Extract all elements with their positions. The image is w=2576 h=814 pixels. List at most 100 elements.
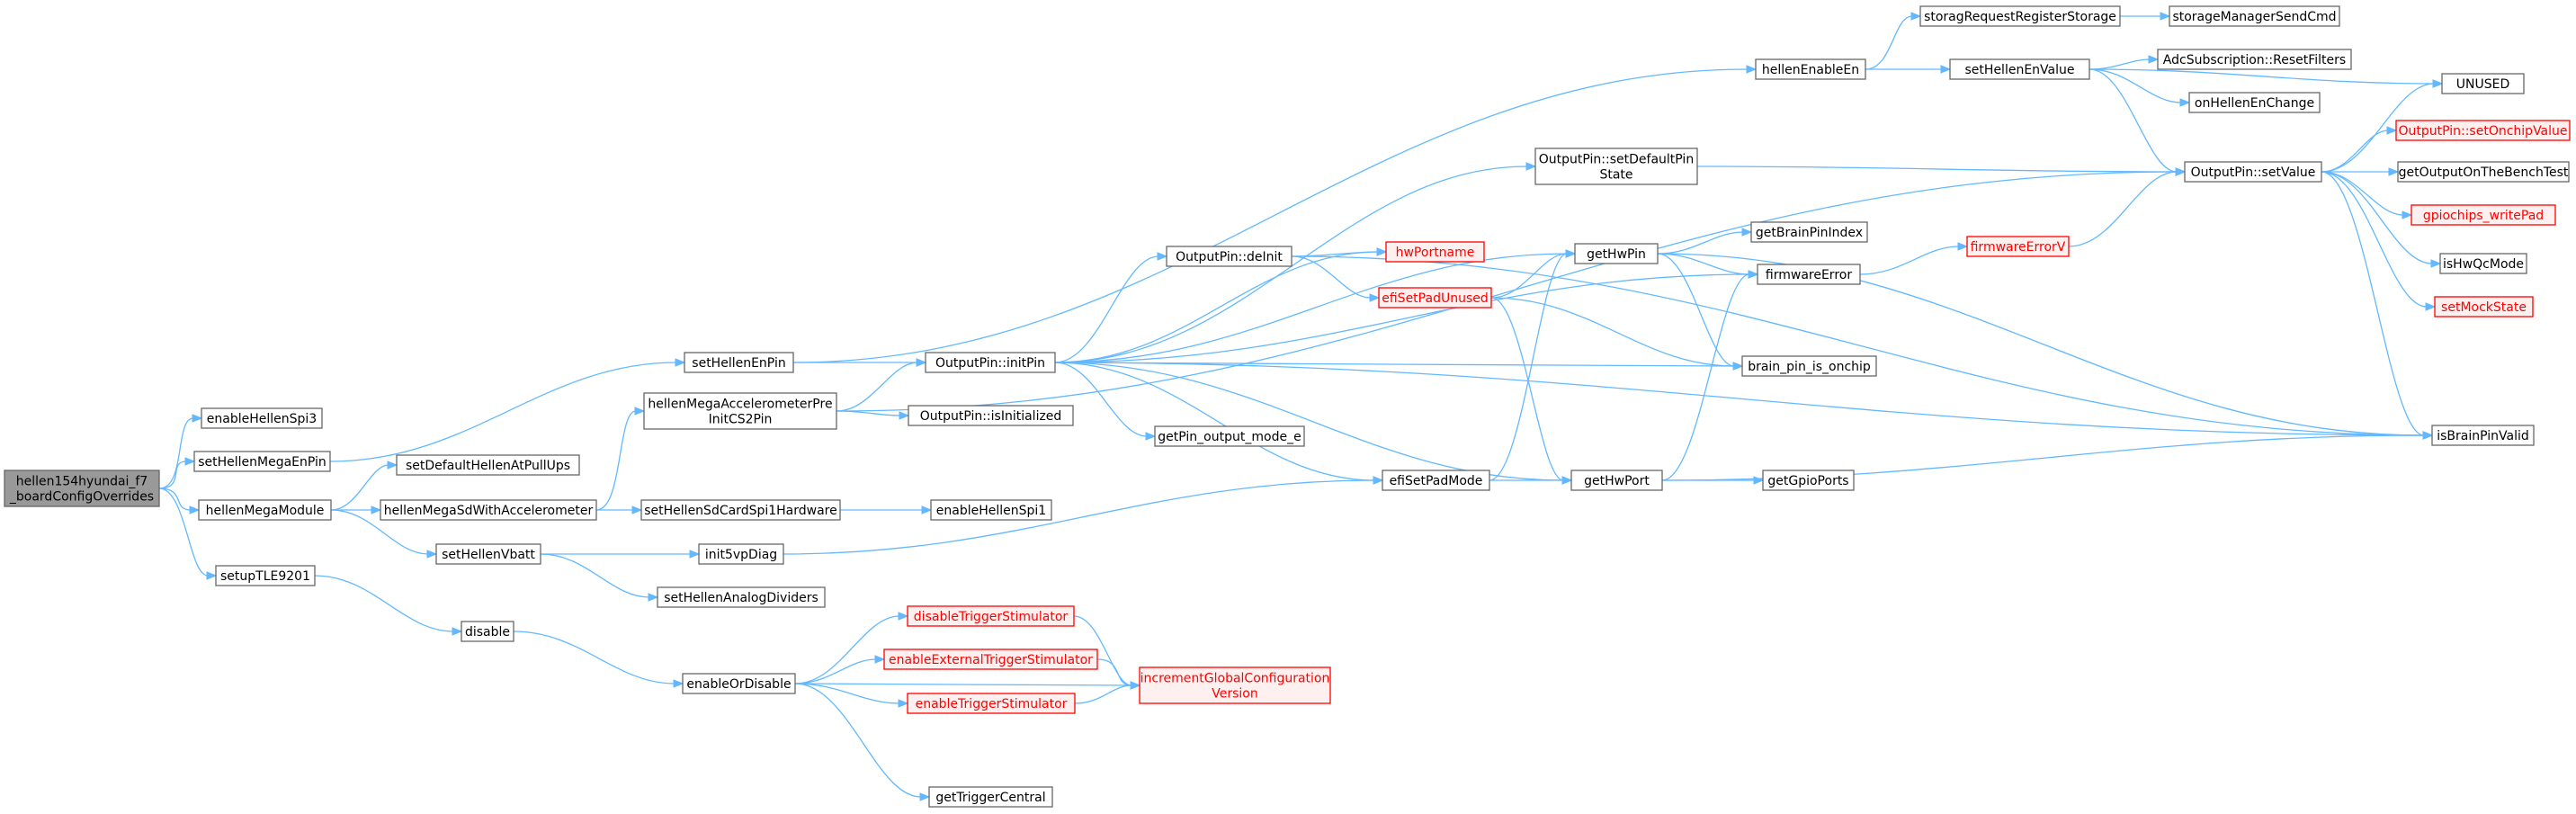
arrowhead [184, 457, 196, 466]
node-AdcSubscription_ResetFilters[interactable]: AdcSubscription::ResetFilters [2157, 49, 2352, 70]
edge-OutputPin_setValue-to-setMockState [2321, 171, 2437, 311]
node-label: hellenMegaModule [206, 504, 325, 518]
edge-disable-to-enableOrDisable [513, 631, 684, 688]
node-enableExternalTriggerStimulator[interactable]: enableExternalTriggerStimulator [883, 649, 1098, 670]
node-box [198, 499, 332, 521]
node-getTriggerCentral[interactable]: getTriggerCentral [928, 786, 1053, 808]
node-box [1378, 287, 1492, 309]
edge-line [158, 488, 209, 577]
node-setupTLE9201[interactable]: setupTLE9201 [215, 565, 316, 586]
node-UNUSED[interactable]: UNUSED [2441, 73, 2525, 94]
node-box [1966, 236, 2070, 257]
edge-OutputPin_setValue-to-isHwQcMode [2321, 171, 2442, 268]
node-box [1919, 5, 2121, 27]
node-getOutputOnTheBenchTest[interactable]: getOutputOnTheBenchTest [2397, 161, 2570, 183]
node-onHellenEnChange[interactable]: onHellenEnChange [2188, 92, 2321, 113]
edge-setHellenEnValue-to-onHellenEnChange [2089, 68, 2191, 107]
node-box [2157, 49, 2352, 70]
node-setHellenVbatt[interactable]: setHellenVbatt [435, 543, 541, 565]
node-enableHellenSpi1[interactable]: enableHellenSpi1 [930, 499, 1052, 521]
arrowhead [874, 655, 886, 664]
node-box [2441, 73, 2525, 94]
node-getHwPort[interactable]: getHwPort [1570, 470, 1663, 491]
edge-line [1054, 273, 1750, 363]
node-label: setupTLE9201 [220, 569, 310, 584]
node-storagRequestRegisterStorage[interactable]: storagRequestRegisterStorage [1919, 5, 2121, 27]
node-getGpioPorts[interactable]: getGpioPorts [1762, 470, 1855, 491]
node-disableTriggerStimulator[interactable]: disableTriggerStimulator [907, 605, 1075, 627]
arrowhead [898, 699, 909, 708]
node-brain_pin_is_onchip[interactable]: brain_pin_is_onchip [1741, 355, 1877, 377]
node-init5vpDiag[interactable]: init5vpDiag [698, 543, 784, 565]
node-getHwPin[interactable]: getHwPin [1574, 243, 1659, 264]
node-enableHellenSpi3[interactable]: enableHellenSpi3 [201, 407, 323, 429]
edge-line [1657, 253, 1750, 275]
node-setHellenSdCardSpi1Hardware[interactable]: setHellenSdCardSpi1Hardware [640, 499, 841, 521]
node-label: setHellenSdCardSpi1Hardware [644, 504, 837, 518]
node-gpiochips_writePad[interactable]: gpiochips_writePad [2411, 204, 2556, 226]
node-getPin_output_mode_e[interactable]: getPin_output_mode_e [1154, 425, 1305, 447]
node-box [1139, 666, 1331, 704]
node-setHellenEnValue[interactable]: setHellenEnValue [1949, 58, 2090, 80]
node-label: storagRequestRegisterStorage [1924, 10, 2116, 24]
edge-line [2068, 171, 2178, 247]
node-isHwQcMode[interactable]: isHwQcMode [2439, 253, 2527, 274]
node-box [684, 352, 794, 373]
node-label: setHellenEnValue [1965, 63, 2075, 77]
node-hellenEnableEn[interactable]: hellenEnableEn [1755, 58, 1866, 80]
arrowhead [2388, 167, 2400, 176]
node-hellenMegaSdWithAccelerometer[interactable]: hellenMegaSdWithAccelerometer [380, 499, 597, 521]
node-OutputPin_deInit[interactable]: OutputPin::deInit [1166, 246, 1292, 267]
arrowhead [2160, 12, 2171, 21]
node-OutputPin_isInitialized[interactable]: OutputPin::isInitialized [908, 405, 1074, 426]
edge-line [1054, 362, 1735, 367]
edge-hellenMegaSdWithAccelerometer-to-hellenMegaAccel [595, 407, 646, 511]
node-storageManagerSendCmd[interactable]: storageManagerSendCmd [2169, 5, 2340, 27]
edge-line [1054, 165, 1528, 363]
edge-line [1291, 255, 1372, 299]
edge-line [836, 171, 2178, 412]
node-setHellenEnPin[interactable]: setHellenEnPin [684, 352, 794, 373]
arrowhead [673, 679, 684, 688]
node-OutputPin_initPin[interactable]: OutputPin::initPin [925, 352, 1056, 373]
edge-line [1096, 658, 1132, 686]
node-firmwareErrorV[interactable]: firmwareErrorV [1966, 236, 2070, 257]
node-box [215, 565, 316, 586]
node-hellenMegaModule[interactable]: hellenMegaModule [198, 499, 332, 521]
node-box [193, 451, 331, 472]
node-label: getBrainPinIndex [1756, 226, 1863, 240]
edge-line [1859, 246, 1960, 275]
edge-OutputPin_setDefaultPinState-to-OutputPin_setValue [1696, 165, 2187, 176]
edge-storagRequestRegisterStorage-to-storageManagerSendCmd [2120, 12, 2171, 21]
node-OutputPin_setValue[interactable]: OutputPin::setValue [2184, 161, 2322, 183]
node-enableTriggerStimulator[interactable]: enableTriggerStimulator [907, 693, 1076, 714]
node-label: setHellenVbatt [442, 548, 535, 562]
node-root[interactable]: hellen154hyundai_f7_boardConfigOverrides [4, 470, 160, 507]
node-label: enableTriggerStimulator [916, 697, 1068, 711]
arrowhead [689, 550, 701, 559]
edge-OutputPin_setValue-to-getOutputOnTheBenchTest [2321, 167, 2400, 176]
node-enableOrDisable[interactable]: enableOrDisable [682, 673, 796, 694]
edge-line [595, 410, 637, 511]
node-setHellenMegaEnPin[interactable]: setHellenMegaEnPin [193, 451, 331, 472]
node-label: hellenMegaSdWithAccelerometer [384, 504, 594, 518]
node-label: getGpioPorts [1767, 474, 1848, 488]
edge-getHwPort-to-firmwareError [1661, 270, 1759, 481]
node-box [1755, 58, 1866, 80]
node-isBrainPinValid[interactable]: isBrainPinValid [2431, 425, 2535, 446]
node-setDefaultHellenAtPullUps[interactable]: setDefaultHellenAtPullUps [396, 454, 580, 476]
node-OutputPin_setOnchipValue[interactable]: OutputPin::setOnchipValue [2395, 120, 2571, 141]
node-hwPortname[interactable]: hwPortname [1385, 241, 1485, 263]
node-efiSetPadMode[interactable]: efiSetPadMode [1382, 470, 1490, 491]
edge-line [836, 362, 918, 412]
node-efiSetPadUnused[interactable]: efiSetPadUnused [1378, 287, 1492, 309]
node-setMockState[interactable]: setMockState [2434, 296, 2534, 318]
node-firmwareError[interactable]: firmwareError [1757, 264, 1861, 285]
node-setHellenAnalogDividers[interactable]: setHellenAnalogDividers [657, 586, 826, 608]
node-getBrainPinIndex[interactable]: getBrainPinIndex [1750, 221, 1868, 243]
node-box [2434, 296, 2534, 318]
node-disable[interactable]: disable [461, 621, 514, 642]
